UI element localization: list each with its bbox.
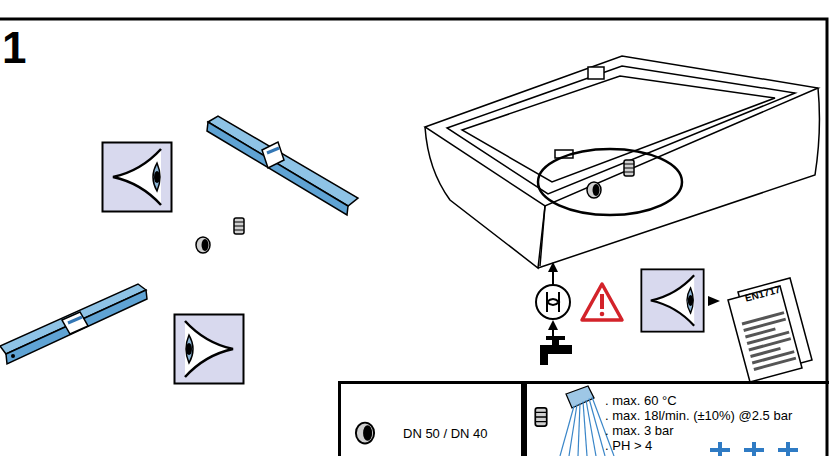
spec-text: . PH > 4 [605,438,829,453]
thread-fitting-icon [535,408,546,426]
fitting [196,237,210,253]
pipe-fitting-icon [356,423,374,444]
frame [0,19,827,456]
stroke [754,358,796,369]
stroke [778,448,798,452]
stroke [749,339,791,350]
spirit-level [207,116,358,215]
spec-text: . max. 18l/min. (±10%) @2.5 bar [605,408,829,423]
stroke [560,406,574,456]
standard-document [728,278,812,382]
stroke [589,399,605,456]
arrow [708,296,720,306]
detail-ellipse [538,149,682,215]
stroke [744,319,786,330]
spec-text: DN 50 / DN 40 [403,426,521,442]
spec-text: . max. 60 °C [605,393,829,408]
stroke [569,405,577,456]
stroke [744,448,764,452]
eye-icon [641,269,703,331]
stroke [583,402,587,456]
step-number: 1 [2,26,26,70]
fitting [624,160,634,176]
approval-marks [710,442,798,456]
spec-box: . max. 60 °C. max. 18l/min. (±10%) @2.5 … [524,381,829,456]
bathtub [425,56,819,268]
warning-triangle [582,284,622,320]
fitting [234,218,244,234]
eye-icon [175,315,244,384]
supply-arrows [536,262,570,338]
stroke [578,403,580,456]
spec-text: . max. 3 bar [605,423,829,438]
stroke [586,400,596,456]
tap-icon [540,336,572,365]
spec-box: DN 50 / DN 40 [338,381,524,456]
stroke [710,448,730,452]
eye-icon [103,143,172,212]
spirit-level [0,284,147,364]
fitting [587,182,601,198]
